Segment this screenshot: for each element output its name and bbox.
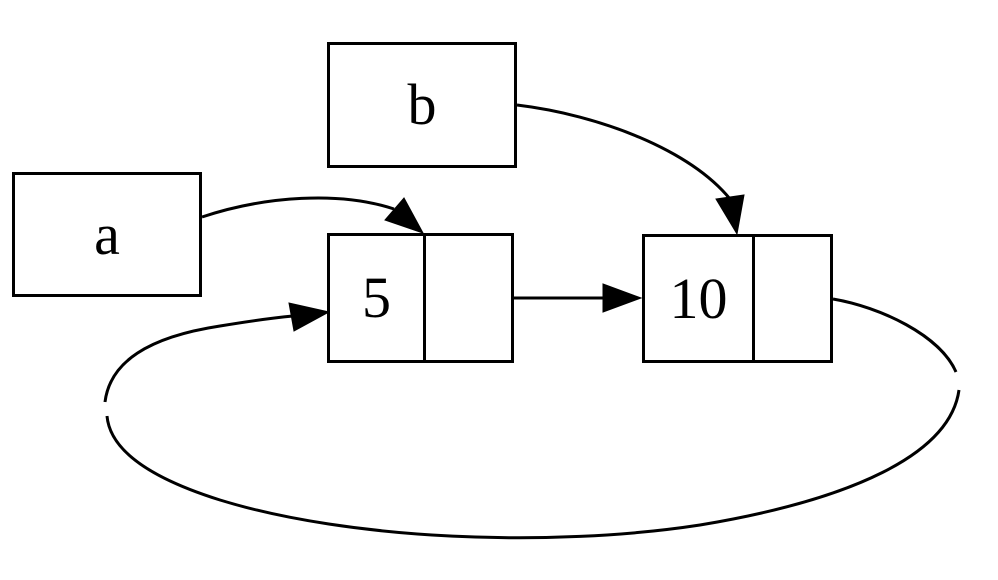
edge-node10-loop-arrowhead-icon <box>288 302 331 332</box>
variable-label-b: b <box>407 72 437 137</box>
variable-label-a: a <box>94 201 120 267</box>
node10-value-cell: 10 <box>645 237 755 360</box>
node10-next-pointer-cell <box>755 237 830 360</box>
node5-next-pointer-cell <box>426 236 511 360</box>
loop-segment-left <box>103 314 294 403</box>
node5-value-cell: 5 <box>330 236 426 360</box>
edge-b-to-node10 <box>516 103 745 236</box>
cons-cell-node10: 10 <box>642 234 833 363</box>
cons-cell-node5: 5 <box>327 233 514 363</box>
edge-a-to-node5 <box>201 196 425 234</box>
edge-b-to-node10-arrowhead-icon <box>715 194 745 236</box>
edge-node5-to-node10-arrowhead-icon <box>602 283 643 313</box>
loop-segment-right <box>832 297 958 373</box>
edge-a-to-node5-line <box>201 196 395 219</box>
variable-box-b: b <box>327 42 517 168</box>
variable-box-a: a <box>12 172 202 297</box>
edge-b-to-node10-line <box>516 103 732 200</box>
node5-value: 5 <box>362 265 391 330</box>
edge-node5-to-node10 <box>514 283 643 313</box>
edge-a-to-node5-arrowhead-icon <box>384 197 425 234</box>
edge-node10-loop-to-node5 <box>103 297 961 540</box>
node10-value: 10 <box>669 265 728 331</box>
loop-segment-bottom <box>105 389 961 540</box>
